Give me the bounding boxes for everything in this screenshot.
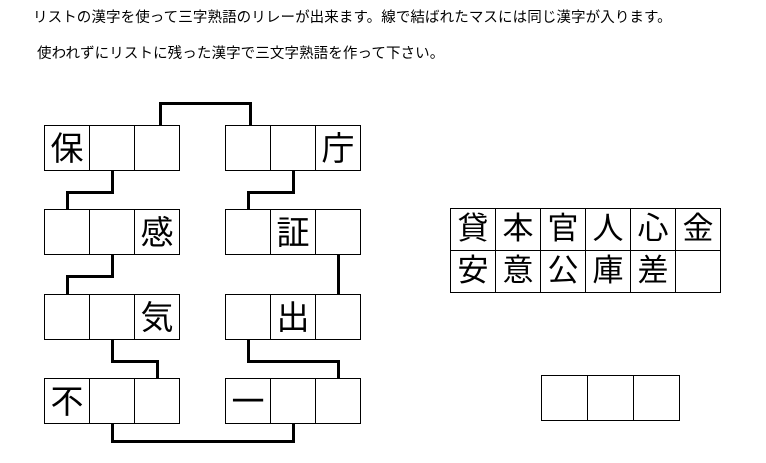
kanji-list-cell-r1c6[interactable]: 金 xyxy=(676,209,721,251)
kanji-list-cell-r2c1[interactable]: 安 xyxy=(451,251,496,293)
connector-right-r1c5-to-r2c4-v2 xyxy=(247,191,250,211)
connector-left-r2c2-to-r3c1-h xyxy=(66,275,114,278)
kanji-list-cell-r1c2[interactable]: 本 xyxy=(496,209,541,251)
puzzle-cell-r4c5[interactable] xyxy=(270,378,316,424)
connector-right-r3c4-to-r4c6-v2 xyxy=(337,360,340,380)
puzzle-cell-r3c2[interactable] xyxy=(89,294,135,340)
puzzle-cell-r3c6[interactable] xyxy=(315,294,361,340)
connector-right-r3c4-to-r4c6-h xyxy=(247,360,340,363)
instructions-block: リストの漢字を使って三字熟語のリレーが出来ます。線で結ばれたマスには同じ漢字が入… xyxy=(33,9,753,64)
puzzle-cell-r2c2[interactable] xyxy=(89,209,135,255)
connector-right-r1c5-to-r2c4-h xyxy=(247,191,295,194)
puzzle-cell-r1c5[interactable] xyxy=(270,125,316,171)
puzzle-cell-r4c4[interactable]: 一 xyxy=(225,378,271,424)
connector-top-bridge-vertical-left xyxy=(159,102,162,127)
connector-bottom-bridge-vertical-right xyxy=(292,423,295,443)
kanji-list-cell-r2c3[interactable]: 公 xyxy=(541,251,586,293)
puzzle-cell-r3c5[interactable]: 出 xyxy=(270,294,316,340)
kanji-list-cell-r1c5[interactable]: 心 xyxy=(631,209,676,251)
puzzle-cell-r1c1[interactable]: 保 xyxy=(44,125,90,171)
kanji-list-grid: 貸 本 官 人 心 金 安 意 公 庫 差 xyxy=(450,208,721,293)
puzzle-cell-r1c3[interactable] xyxy=(134,125,180,171)
puzzle-cell-r1c4[interactable] xyxy=(225,125,271,171)
connector-left-r3c2-to-r4c3-h xyxy=(111,360,159,363)
answer-cell-1[interactable] xyxy=(542,375,588,421)
connector-top-bridge-vertical-right xyxy=(249,102,252,127)
puzzle-cell-r1c2[interactable] xyxy=(89,125,135,171)
puzzle-cell-r3c1[interactable] xyxy=(44,294,90,340)
puzzle-cell-r4c1[interactable]: 不 xyxy=(44,378,90,424)
kanji-list-cell-r2c5[interactable]: 差 xyxy=(631,251,676,293)
connector-bottom-bridge-horizontal xyxy=(111,440,295,443)
puzzle-cell-r2c1[interactable] xyxy=(44,209,90,255)
puzzle-cell-r4c2[interactable] xyxy=(89,378,135,424)
puzzle-cell-r1c6[interactable]: 庁 xyxy=(315,125,361,171)
puzzle-cell-r3c4[interactable] xyxy=(225,294,271,340)
connector-left-r3c2-to-r4c3-v1 xyxy=(111,339,114,363)
puzzle-cell-r3c3[interactable]: 気 xyxy=(134,294,180,340)
connector-left-r3c2-to-r4c3-v2 xyxy=(156,360,159,380)
kanji-list-cell-r1c3[interactable]: 官 xyxy=(541,209,586,251)
answer-cell-3[interactable] xyxy=(634,375,680,421)
kanji-list-row-1: 貸 本 官 人 心 金 xyxy=(451,209,721,251)
answer-cell-2[interactable] xyxy=(588,375,634,421)
kanji-list-cell-r2c6[interactable] xyxy=(676,251,721,293)
puzzle-cell-r2c4[interactable] xyxy=(225,209,271,255)
connector-right-r3c4-to-r4c6-v1 xyxy=(247,339,250,363)
connector-left-r1c2-to-r2c1-v2 xyxy=(66,191,69,211)
kanji-list-cell-r1c4[interactable]: 人 xyxy=(586,209,631,251)
connector-left-r1c2-to-r2c1-h xyxy=(66,191,114,194)
connector-left-r2c2-to-r3c1-v1 xyxy=(111,254,114,278)
answer-boxes xyxy=(541,375,680,421)
connector-left-r1c2-to-r2c1-v1 xyxy=(111,170,114,194)
puzzle-cell-r2c3[interactable]: 感 xyxy=(134,209,180,255)
puzzle-cell-r4c6[interactable] xyxy=(315,378,361,424)
kanji-list-row-2: 安 意 公 庫 差 xyxy=(451,251,721,293)
connector-right-r1c5-to-r2c4-v1 xyxy=(292,170,295,194)
puzzle-cell-r4c3[interactable] xyxy=(134,378,180,424)
connector-right-r2c6-to-r3c6-v xyxy=(337,254,340,296)
kanji-list-cell-r1c1[interactable]: 貸 xyxy=(451,209,496,251)
instruction-line-1: リストの漢字を使って三字熟語のリレーが出来ます。線で結ばれたマスには同じ漢字が入… xyxy=(33,10,672,26)
kanji-list-cell-r2c4[interactable]: 庫 xyxy=(586,251,631,293)
instruction-line-2: 使われずにリストに残った漢字で三文字熟語を作って下さい。 xyxy=(37,46,445,62)
connector-left-r2c2-to-r3c1-v2 xyxy=(66,275,69,296)
connector-bottom-bridge-vertical-left xyxy=(111,423,114,443)
puzzle-cell-r2c5[interactable]: 証 xyxy=(270,209,316,255)
puzzle-cell-r2c6[interactable] xyxy=(315,209,361,255)
connector-top-bridge-horizontal xyxy=(159,102,252,105)
kanji-list-cell-r2c2[interactable]: 意 xyxy=(496,251,541,293)
